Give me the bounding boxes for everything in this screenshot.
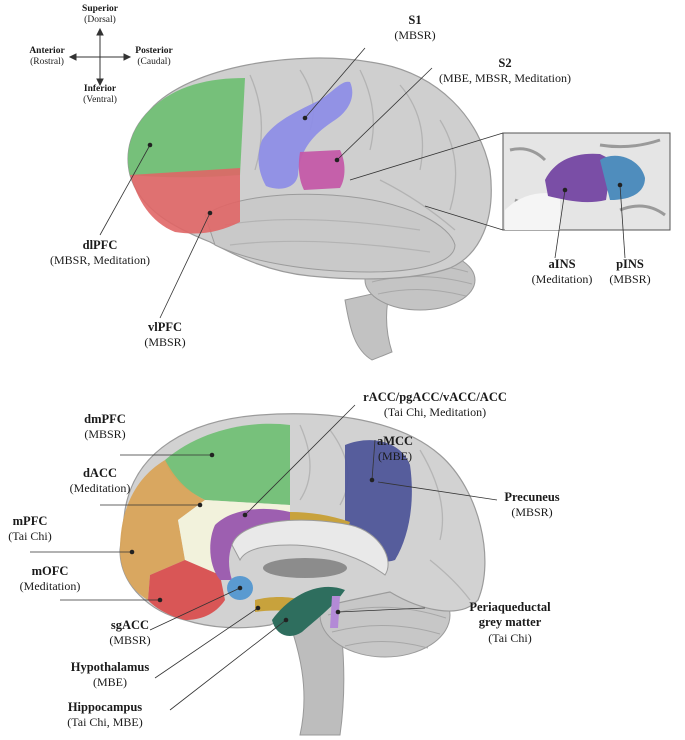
label-precuneus: Precuneus(MBSR) bbox=[504, 490, 560, 520]
ains-region bbox=[545, 153, 612, 203]
hippocampus-region bbox=[272, 586, 345, 636]
vlpfc-region bbox=[130, 168, 240, 234]
mpfc-region bbox=[120, 460, 205, 600]
compass-posterior: Posterior(Caudal) bbox=[135, 46, 173, 67]
s2-region bbox=[298, 150, 345, 190]
insula-inset bbox=[502, 132, 671, 231]
label-s2: S2(MBE, MBSR, Meditation) bbox=[438, 56, 571, 86]
lateral-brain bbox=[127, 57, 492, 361]
compass-inferior: Inferior(Ventral) bbox=[83, 84, 117, 105]
label-mpfc: mPFC(Tai Chi) bbox=[8, 514, 52, 544]
mofc-region bbox=[148, 560, 225, 620]
pins-region bbox=[600, 155, 645, 200]
medial-leader-lines bbox=[30, 404, 498, 711]
compass-arrows bbox=[68, 27, 132, 87]
s1-region bbox=[258, 81, 353, 189]
label-dmpfc: dmPFC(MBSR) bbox=[84, 412, 126, 442]
lateral-leader-lines bbox=[99, 47, 626, 319]
dacc-region bbox=[178, 500, 290, 575]
compass-anterior: Anterior(Rostral) bbox=[29, 46, 65, 67]
dmpfc-region bbox=[165, 423, 290, 505]
label-hippocampus: Hippocampus(Tai Chi, MBE) bbox=[67, 700, 143, 730]
label-dlpfc: dlPFC(MBSR, Meditation) bbox=[49, 238, 150, 268]
label-racc: rACC/pgACC/vACC/ACC(Tai Chi, Meditation) bbox=[363, 390, 507, 420]
compass-superior: Superior(Dorsal) bbox=[82, 4, 118, 25]
medial-dots bbox=[129, 452, 375, 623]
label-s1: S1(MBSR) bbox=[394, 13, 436, 43]
label-amcc: aMCC(MBE) bbox=[376, 434, 414, 464]
label-dacc: dACC(Meditation) bbox=[69, 466, 131, 496]
label-hypothalamus: Hypothalamus(MBE) bbox=[70, 660, 150, 690]
label-mofc: mOFC(Meditation) bbox=[19, 564, 81, 594]
dlpfc-region bbox=[128, 78, 245, 178]
label-pins: pINS(MBSR) bbox=[609, 257, 651, 287]
pag-region bbox=[330, 596, 340, 628]
label-sgacc: sgACC(MBSR) bbox=[109, 618, 151, 648]
label-vlpfc: vlPFC(MBSR) bbox=[144, 320, 186, 350]
label-ains: aINS(Meditation) bbox=[531, 257, 593, 287]
lateral-dots bbox=[147, 115, 623, 216]
medial-brain bbox=[119, 413, 486, 736]
